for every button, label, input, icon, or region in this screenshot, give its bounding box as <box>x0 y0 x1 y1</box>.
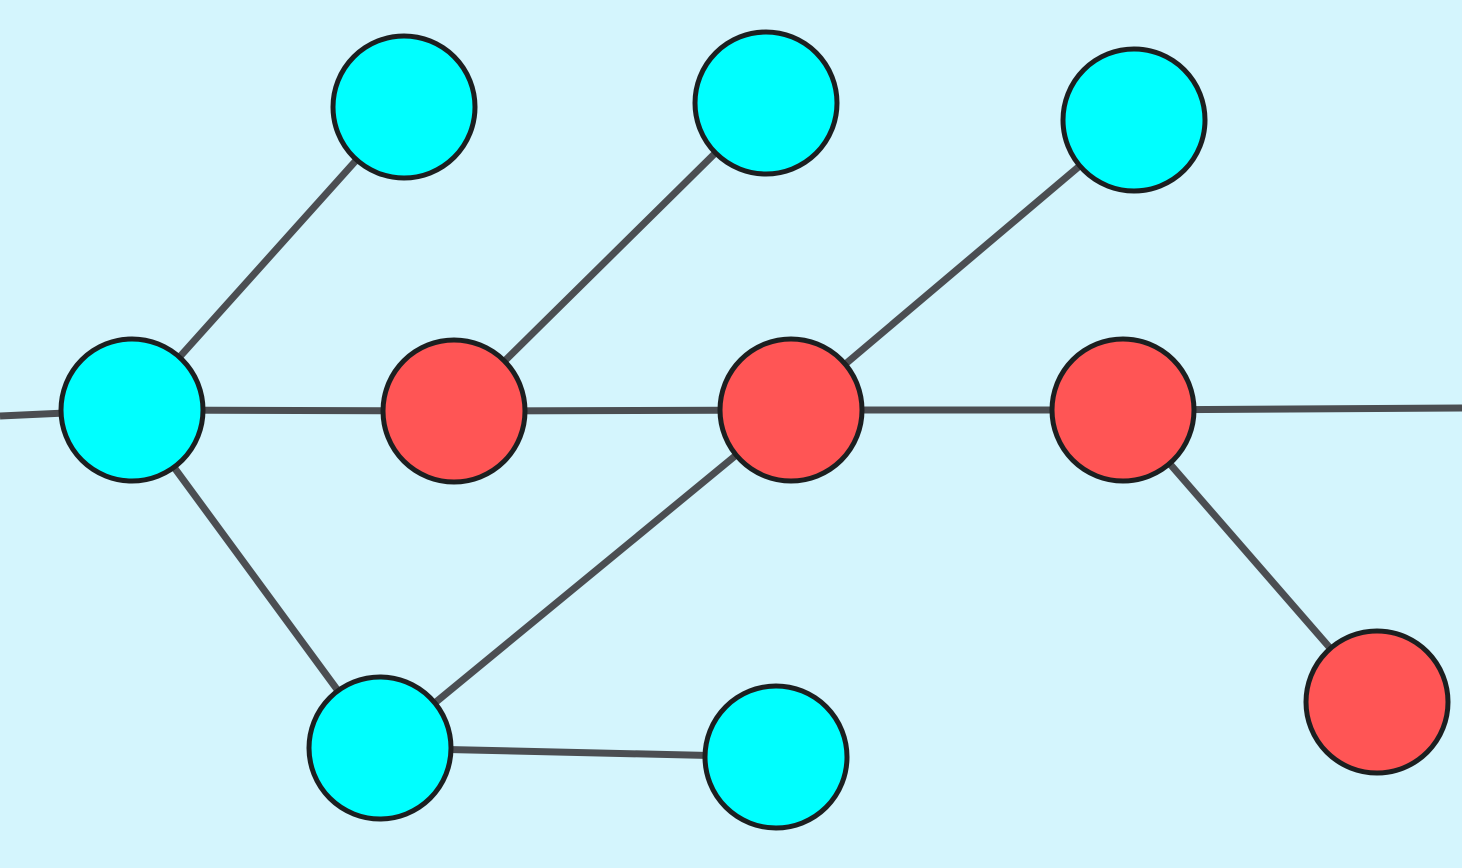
node-n4-cyan <box>58 336 206 484</box>
edge-n9-n6 <box>377 407 794 751</box>
node-n10-cyan <box>702 683 850 831</box>
node-n6-red <box>717 336 865 484</box>
edge-n6-n3 <box>788 117 1137 413</box>
node-n8-red <box>1303 628 1451 776</box>
node-n9-cyan <box>306 674 454 822</box>
nodes-layer <box>58 29 1451 831</box>
node-n2-cyan <box>692 29 840 177</box>
node-n7-red <box>1049 336 1197 484</box>
node-n5-red <box>380 337 528 485</box>
node-n3-cyan <box>1060 46 1208 194</box>
node-n1-cyan <box>330 33 478 181</box>
